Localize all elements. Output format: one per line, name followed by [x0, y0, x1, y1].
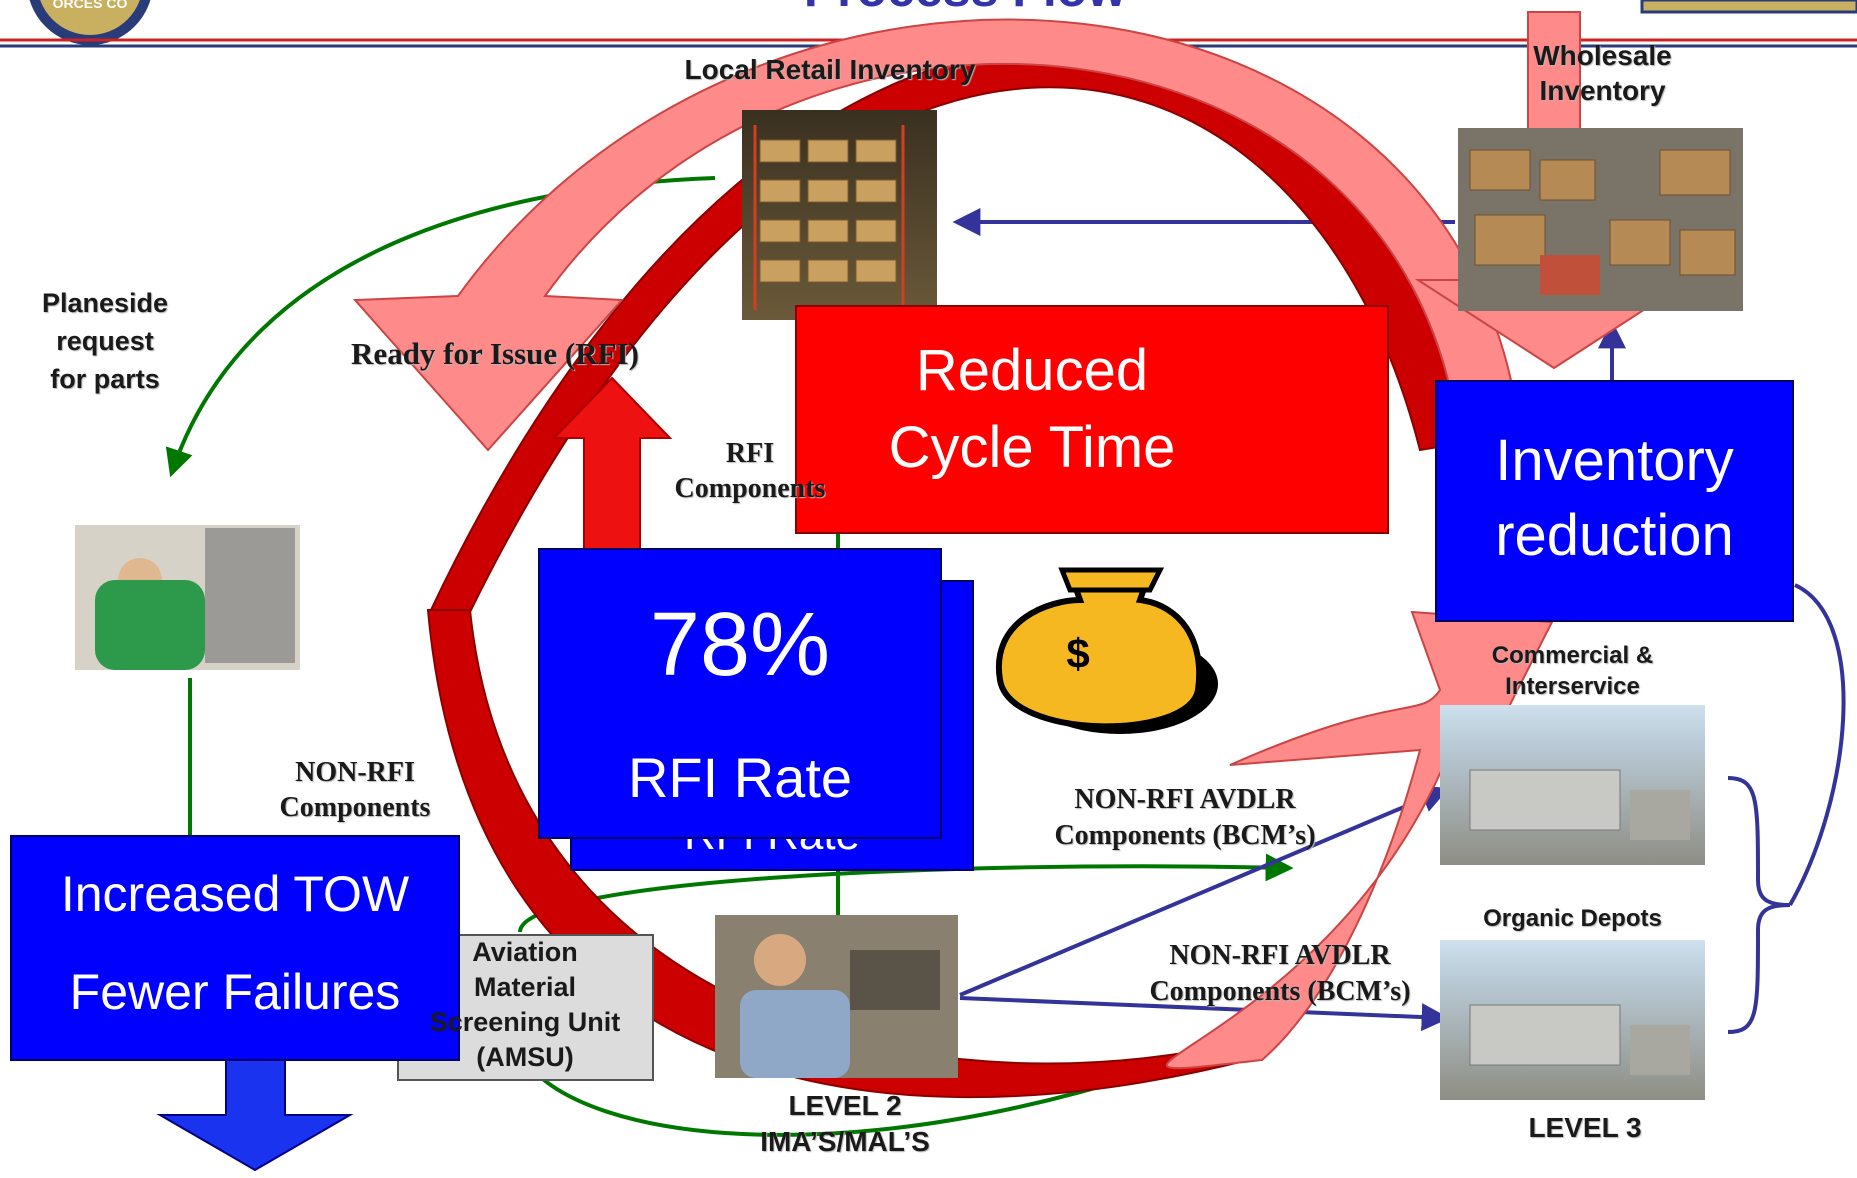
planeside-line2: request: [56, 325, 154, 356]
avdlr-upper-line2: Components (BCM’s): [1054, 820, 1316, 852]
planeside-line3: for parts: [50, 363, 160, 394]
planeside-line1: Planeside: [41, 288, 169, 318]
amsu-line1: Aviation: [472, 937, 578, 967]
rfi-rate-label: RFI Rate: [627, 746, 853, 809]
level2-to-organic-arrow: [959, 996, 1450, 1032]
avdlr-lower-line2: Components (BCM’s): [1149, 976, 1411, 1008]
inventory-return-curve: [1788, 583, 1846, 906]
page-title: Process Flow: [804, 0, 1126, 17]
rfi-components-label: RFI Components: [640, 436, 860, 506]
inventory-reduction-line1: Inventory: [1495, 428, 1734, 493]
avdlr-lower-label: NON-RFI AVDLR Components (BCM’s): [1120, 938, 1440, 1011]
organic-depots-label: Organic Depots: [1483, 905, 1662, 932]
level3-bracket: [1727, 776, 1791, 1034]
retail-warehouse-photo: [742, 110, 937, 320]
amsu-line4: (AMSU): [476, 1042, 574, 1073]
corner-badge: [1640, 0, 1857, 14]
wholesale-label-line1: Wholesale: [1533, 40, 1672, 71]
increased-tow-line2: Fewer Failures: [69, 964, 401, 1020]
inventory-reduction-line2: reduction: [1495, 503, 1734, 568]
reduced-cycle-time-line2: Cycle Time: [888, 415, 1176, 480]
money-bag-icon: [995, 567, 1218, 734]
mechanic-photo: [75, 525, 300, 670]
commercial-line1: Commercial &: [1491, 642, 1654, 669]
inventory-reduction-box: Inventory reduction: [1435, 380, 1794, 622]
increased-tow-box: Increased TOW Fewer Failures: [10, 835, 460, 1061]
amsu-line3: Screening Unit: [429, 1007, 621, 1038]
wholesale-label-line2: Inventory: [1539, 75, 1666, 106]
avdlr-upper-label: NON-RFI AVDLR Components (BCM’s): [1025, 782, 1345, 855]
rfi-rate-box: 78% RFI Rate: [538, 548, 942, 839]
level2-line2: IMA’S/MAL’S: [760, 1126, 930, 1158]
local-retail-inventory-label: Local Retail Inventory: [684, 54, 976, 85]
reduced-cycle-time-box: Reduced Cycle Time: [795, 305, 1389, 534]
avdlr-upper-line1: NON-RFI AVDLR: [1074, 784, 1296, 815]
level3-label: LEVEL 3: [1528, 1112, 1642, 1143]
rfi-components-line2: Components: [674, 473, 826, 504]
wholesale-inventory-label: Wholesale Inventory: [1470, 38, 1735, 108]
tow-down-arrow: [156, 1059, 354, 1172]
seal-lettering: ORCES CO: [53, 0, 128, 11]
non-rfi-components-label: NON-RFI Components: [255, 755, 455, 825]
level2-technician-photo: [715, 915, 958, 1078]
rfi-components-line1: RFI: [725, 438, 775, 469]
rfi-return-arrow: [352, 18, 1522, 452]
non-rfi-components-line2: Components: [279, 792, 431, 823]
level2-label: LEVEL 2 IMA’S/MAL’S: [700, 1088, 990, 1161]
commercial-interservice-label: Commercial & Interservice: [1440, 640, 1705, 702]
commercial-depot-photo: [1440, 705, 1705, 865]
non-rfi-components-line1: NON-RFI: [295, 757, 415, 788]
amsu-label: Aviation Material Screening Unit (AMSU): [400, 935, 650, 1075]
wholesale-warehouse-photo: [1458, 128, 1743, 311]
amsu-line2: Material: [473, 972, 577, 1003]
avdlr-lower-line1: NON-RFI AVDLR: [1169, 940, 1391, 971]
ready-for-issue-label: Ready for Issue (RFI): [351, 336, 639, 371]
level2-line1: LEVEL 2: [788, 1090, 902, 1121]
reduced-cycle-time-line1: Reduced: [915, 338, 1149, 403]
money-symbol: $: [1066, 630, 1089, 677]
rfi-rate-percent: 78%: [649, 595, 831, 695]
organic-depot-photo: [1440, 940, 1705, 1100]
commercial-line2: Interservice: [1505, 673, 1640, 701]
level2-to-commercial-arrow: [959, 785, 1450, 997]
planeside-request-label: Planeside request for parts: [10, 285, 200, 398]
increased-tow-line1: Increased TOW: [60, 866, 410, 922]
